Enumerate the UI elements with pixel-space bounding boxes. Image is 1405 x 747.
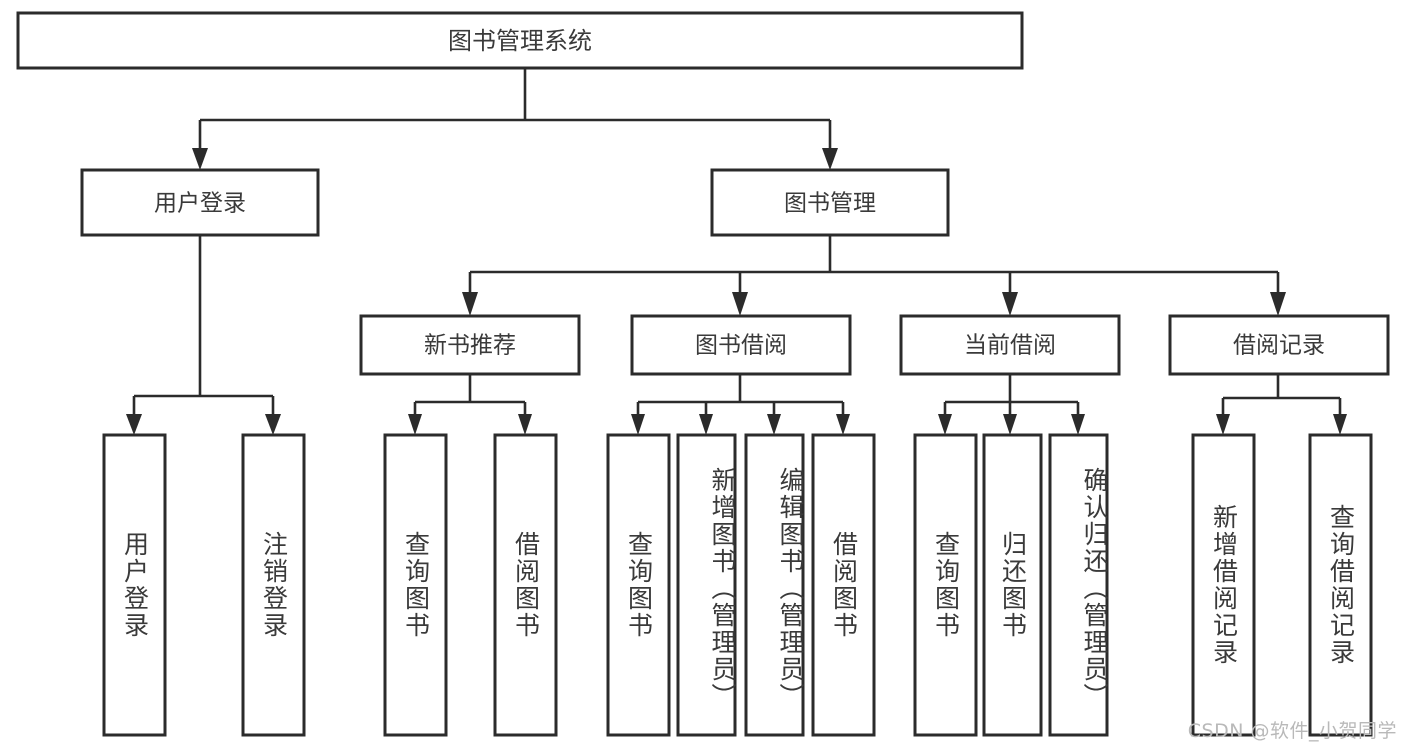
node-leaf-add-record[interactable] [1191,433,1256,737]
arrowhead-leaf-add-book [699,414,713,435]
node-leaf-borrow-book-2[interactable] [811,433,876,737]
arrowhead-leaf-logout-login [265,414,281,435]
node-book-manage[interactable] [710,168,950,237]
arrowhead-book-manage [822,148,838,170]
arrowhead-leaf-confirm-return [1071,414,1085,435]
node-leaf-return-book[interactable] [982,433,1043,737]
node-leaf-query-book-3[interactable] [913,433,978,737]
node-book-manage-label: 图书管理 [784,191,876,217]
arrowhead-leaf-borrow-book-2 [836,414,850,435]
arrowhead-leaf-query-record [1333,414,1347,435]
node-new-book-recommend-label: 新书推荐 [424,333,516,359]
node-current-borrow[interactable] [899,314,1121,376]
arrowhead-new-book-recommend [462,292,478,316]
arrowhead-book-borrow [732,292,748,316]
node-root-label: 图书管理系统 [448,27,592,55]
arrowhead-borrow-record [1270,292,1286,316]
node-leaf-logout-login[interactable] [241,433,306,737]
arrowhead-user-login [192,148,208,170]
node-leaf-confirm-return[interactable] [1048,433,1109,737]
arrowhead-leaf-user-login [126,414,142,435]
node-leaf-user-login[interactable] [102,433,167,737]
node-leaf-edit-book[interactable] [744,433,805,737]
connector-layer [126,68,1347,435]
node-root[interactable] [16,11,1024,70]
node-layer: 图书管理系统 用户登录 图书管理 新书推荐 图书借阅 当前借阅 借阅记录 [16,11,1390,737]
node-current-borrow-label: 当前借阅 [964,333,1056,359]
node-new-book-recommend[interactable] [359,314,581,376]
node-borrow-record-label: 借阅记录 [1233,333,1325,359]
arrowhead-leaf-borrow-book-1 [518,414,532,435]
arrowhead-leaf-query-book-1 [408,414,422,435]
node-leaf-query-record[interactable] [1308,433,1373,737]
node-user-login-label: 用户登录 [154,191,246,217]
csdn-watermark: CSDN @软件_小贺同学 [1187,720,1397,742]
node-borrow-record[interactable] [1168,314,1390,376]
arrowhead-leaf-query-book-2 [631,414,645,435]
arrowhead-current-borrow [1002,292,1018,316]
node-user-login[interactable] [80,168,320,237]
node-leaf-borrow-book-1[interactable] [493,433,558,737]
node-leaf-add-book[interactable] [676,433,737,737]
node-leaf-query-book-2[interactable] [606,433,671,737]
arrowhead-leaf-edit-book [767,414,781,435]
arrowhead-leaf-query-book-3 [938,414,952,435]
node-book-borrow[interactable] [630,314,852,376]
arrowhead-leaf-return-book [1003,414,1017,435]
node-leaf-query-book-1[interactable] [383,433,448,737]
arrowhead-leaf-add-record [1216,414,1230,435]
node-book-borrow-label: 图书借阅 [695,333,787,359]
